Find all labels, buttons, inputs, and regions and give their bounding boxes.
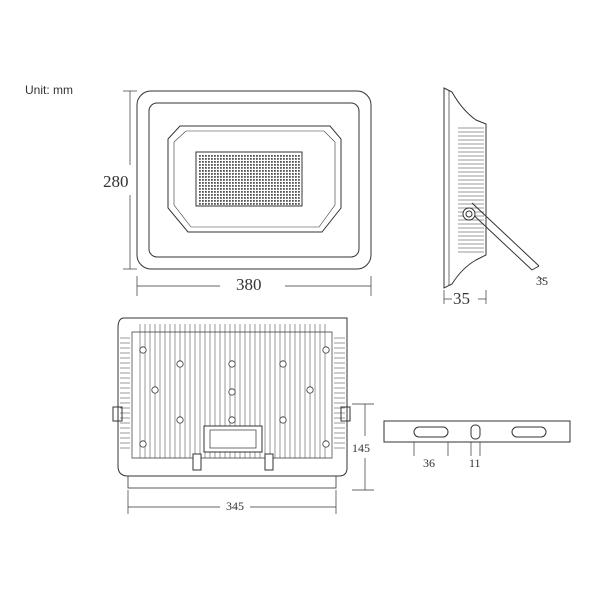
bracket-slot-right bbox=[511, 426, 547, 438]
bracket-view bbox=[383, 420, 571, 456]
front-height-label: 280 bbox=[103, 172, 129, 191]
back-screws bbox=[139, 346, 330, 448]
side-bracket-label: 35 bbox=[536, 274, 548, 288]
bracket-plate bbox=[383, 420, 571, 443]
front-recess bbox=[167, 125, 342, 233]
bracket-hole bbox=[470, 424, 481, 440]
back-view bbox=[112, 317, 374, 514]
front-width-label: 380 bbox=[236, 275, 262, 294]
bracket-slot-label: 36 bbox=[423, 456, 435, 470]
side-depth-label: 35 bbox=[453, 289, 470, 308]
led-grid bbox=[199, 155, 300, 205]
back-width-label: 345 bbox=[226, 499, 244, 513]
back-housing-outer bbox=[117, 317, 348, 477]
back-stand bbox=[127, 475, 337, 489]
front-view bbox=[123, 90, 372, 296]
side-bracket bbox=[462, 202, 546, 282]
front-housing-inner bbox=[148, 102, 360, 258]
bracket-hole-label: 11 bbox=[469, 456, 481, 470]
front-housing-outer bbox=[136, 90, 372, 270]
side-housing bbox=[443, 87, 487, 289]
side-view bbox=[443, 87, 546, 304]
back-height-label: 145 bbox=[352, 441, 370, 455]
bracket-slot-left bbox=[413, 426, 449, 438]
unit-label: Unit: mm bbox=[25, 83, 73, 97]
back-housing-inner bbox=[131, 331, 333, 459]
side-fins bbox=[458, 127, 484, 253]
